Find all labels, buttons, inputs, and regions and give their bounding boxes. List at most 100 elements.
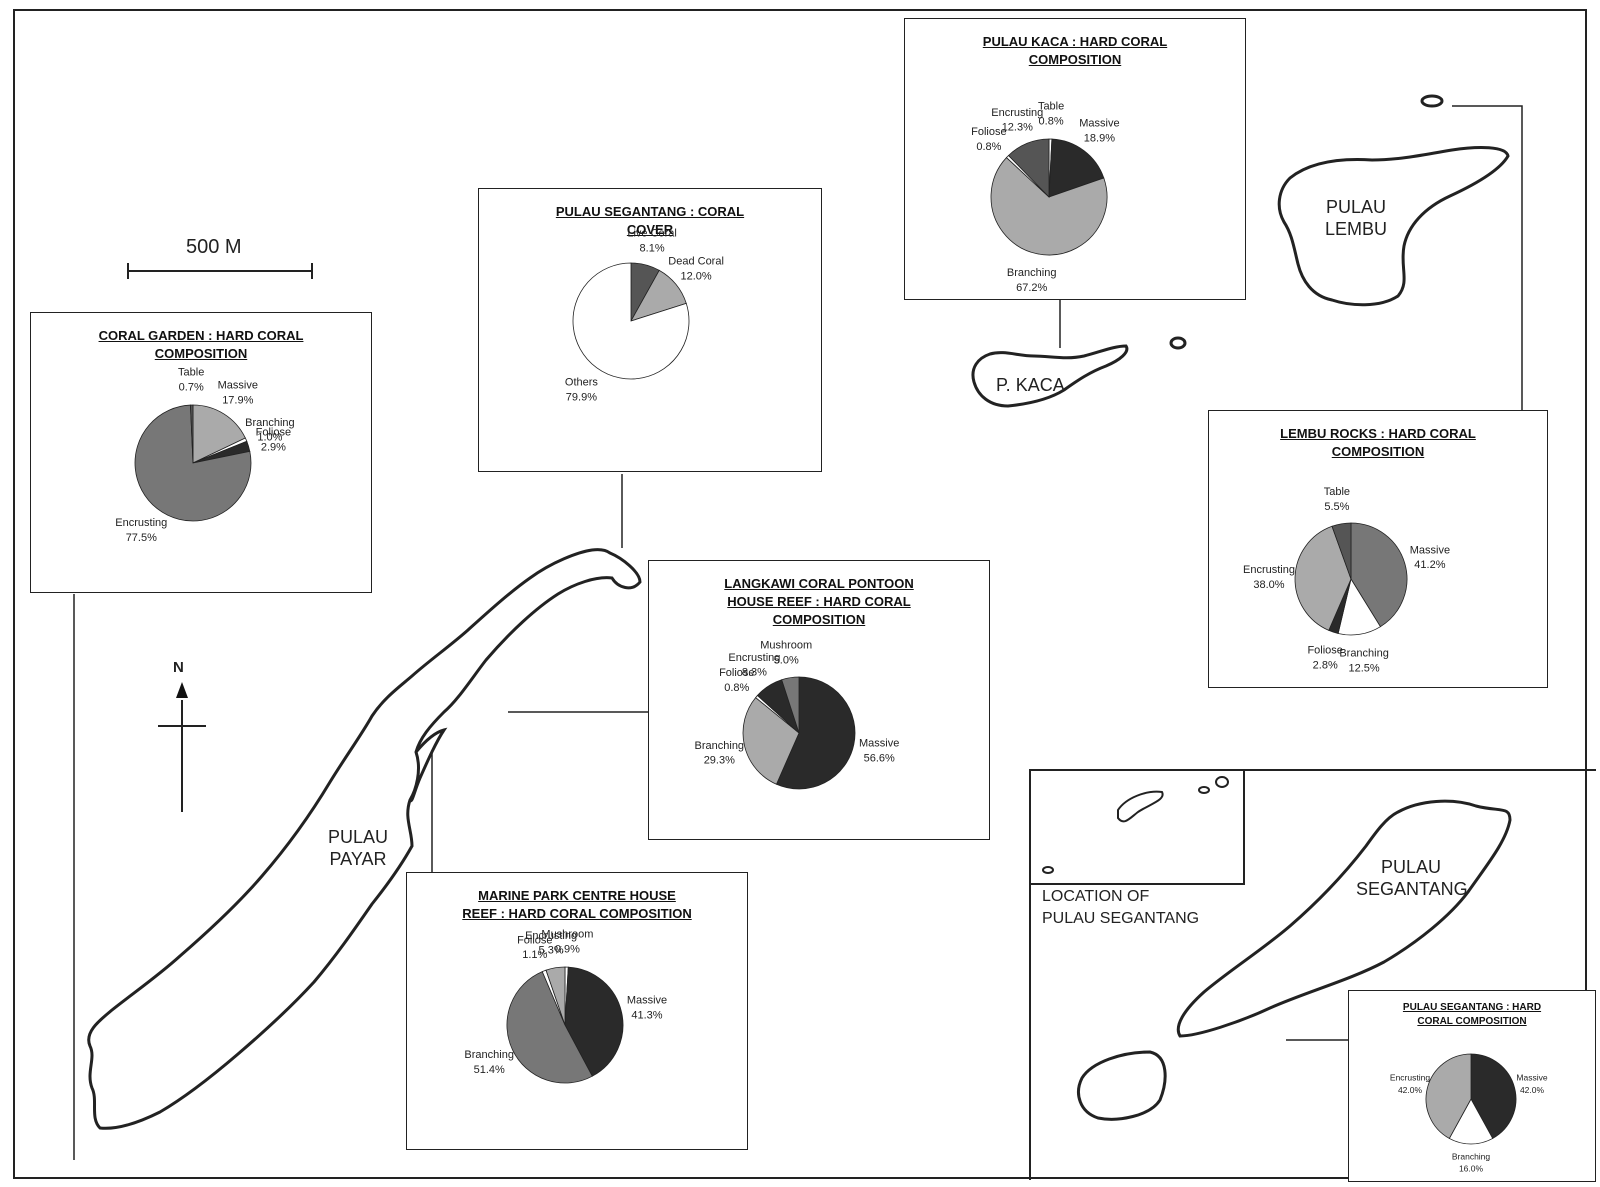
- pulau-payar-outline: [87, 548, 642, 1130]
- chart-title-line: COMPOSITION: [1028, 52, 1122, 67]
- slice-value: 0.7%: [179, 382, 204, 394]
- chart-title-line: REEF : HARD CORAL COMPOSITION: [462, 906, 692, 921]
- slice-value: 17.9%: [222, 395, 253, 407]
- island-label-payar-line2: PAYAR: [329, 849, 387, 869]
- slice-value: 12.5%: [1348, 663, 1379, 675]
- slice-label: Encrusting: [1390, 1073, 1430, 1083]
- slice-label: Massive: [218, 380, 258, 392]
- slice-label: Table: [178, 367, 204, 379]
- slice-value: 42.0%: [1398, 1085, 1423, 1095]
- slice-label: Massive: [859, 738, 899, 750]
- chart-title: MARINE PARK CENTRE HOUSE REEF : HARD CORA…: [407, 887, 747, 923]
- pie-slice-encrusting: [1425, 1053, 1472, 1139]
- inset-caption-line1: LOCATION OF: [1042, 888, 1150, 905]
- island-label-kaca: P. KACA: [996, 375, 1065, 395]
- chart-title-line: MARINE PARK CENTRE HOUSE: [478, 888, 676, 903]
- slice-value: 16.0%: [1459, 1163, 1484, 1173]
- slice-label: Massive: [1516, 1073, 1547, 1083]
- pie-slice-others: [572, 262, 690, 380]
- inset-island-a: [1117, 790, 1164, 823]
- islet-lembu-north: [1420, 94, 1444, 108]
- slice-label: Encrusting: [728, 652, 780, 664]
- scale-bar: [127, 263, 313, 279]
- slice-label: Massive: [1410, 544, 1450, 556]
- pie-slice-encrusting: [1007, 138, 1050, 198]
- slice-value: 0.9%: [555, 944, 580, 956]
- slice-value: 0.8%: [976, 141, 1001, 153]
- slice-value: 2.9%: [261, 441, 286, 453]
- slice-label: Mushroom: [760, 640, 812, 652]
- slice-label: Branching: [245, 417, 295, 429]
- slice-value: 12.3%: [1002, 122, 1033, 134]
- island-label-payar-line1: PULAU: [327, 827, 389, 847]
- slice-label: Encrusting: [991, 107, 1043, 119]
- slice-value: 8.3%: [742, 667, 767, 679]
- chart-title-line: COVER: [626, 222, 674, 237]
- pulau-lembu-outline: [1277, 146, 1510, 307]
- north-arrow-label: N: [173, 659, 184, 676]
- slice-value: 38.0%: [1253, 579, 1284, 591]
- island-label-segantang-line2: SEGANTANG: [1356, 879, 1468, 899]
- slice-label: Foliose: [971, 126, 1006, 138]
- slice-label: Foliose: [517, 934, 552, 946]
- chart-title-line: COMPOSITION: [154, 346, 248, 361]
- chart-title-line: COMPOSITION: [772, 612, 866, 627]
- pie-slice-encrusting: [1294, 525, 1352, 631]
- pie-slice-massive: [1470, 1053, 1517, 1139]
- slice-value: 41.3%: [631, 1010, 662, 1022]
- slice-label: Encrusting: [115, 517, 167, 529]
- pie-slice-branching: [1448, 1098, 1494, 1145]
- island-label-segantang-line1: PULAU: [1380, 857, 1442, 877]
- pie-chart: Table0.8%Massive18.9%Branching67.2%Folio…: [971, 101, 1119, 294]
- slice-label: Branching: [695, 740, 745, 752]
- pulau-payar-inner-bay: [408, 727, 448, 803]
- islet-kaca-east: [1169, 336, 1187, 350]
- slice-label: Dead Coral: [668, 256, 724, 268]
- inset-island-d: [1042, 866, 1054, 874]
- island-label-segantang: PULAU SEGANTANG: [1356, 856, 1468, 900]
- slice-label: Branching: [1339, 648, 1389, 660]
- chart-box-coral-garden: CORAL GARDEN : HARD CORAL COMPOSITION Mass…: [30, 312, 372, 593]
- north-arrow-icon: [158, 682, 206, 812]
- pie-slice-encrusting: [545, 966, 566, 1026]
- slice-label: Massive: [627, 995, 667, 1007]
- slice-label: Massive: [1079, 118, 1119, 130]
- slice-value: 51.4%: [474, 1064, 505, 1076]
- pie-slice-branching: [506, 971, 593, 1084]
- slice-value: 5.5%: [1324, 501, 1349, 513]
- slice-value: 29.3%: [704, 755, 735, 767]
- chart-title-line: CORAL GARDEN : HARD CORAL: [98, 328, 304, 343]
- pie-chart: Massive 17.9% Branching 1.0%Foliose 2.9% Encr…: [115, 367, 295, 544]
- pulau-kaca-outline: [971, 344, 1129, 408]
- slice-value: 41.2%: [1414, 559, 1445, 571]
- chart-title: CORAL GARDEN : HARD CORAL COMPOSITION: [31, 327, 371, 363]
- slice-label: Branching: [464, 1049, 514, 1061]
- pie-slice-massive: [775, 676, 856, 790]
- slice-value: 42.0%: [1520, 1085, 1545, 1095]
- scale-bar-label: 500 M: [186, 236, 242, 258]
- slice-label: Table: [1324, 486, 1350, 498]
- slice-value: 2.8%: [1313, 659, 1338, 671]
- inset-island-c: [1215, 776, 1229, 788]
- pie-slice-massive: [192, 404, 246, 464]
- slice-label: Foliose: [256, 427, 291, 439]
- slice-label: Live Coral: [627, 227, 677, 239]
- slice-label: Encrusting: [525, 930, 577, 942]
- slice-value: 1.0%: [257, 432, 282, 444]
- pie-slice-table: [1331, 522, 1352, 580]
- chart-title-line: LANGKAWI CORAL PONTOON: [724, 576, 914, 591]
- slice-value: 0.8%: [1039, 116, 1064, 128]
- inset-island-b: [1198, 786, 1210, 794]
- chart-box-marine-park: MARINE PARK CENTRE HOUSE REEF : HARD CORA…: [406, 872, 748, 1150]
- island-label-lembu-line1: PULAU: [1325, 197, 1387, 217]
- chart-title-line: CORAL COMPOSITION: [1417, 1016, 1527, 1027]
